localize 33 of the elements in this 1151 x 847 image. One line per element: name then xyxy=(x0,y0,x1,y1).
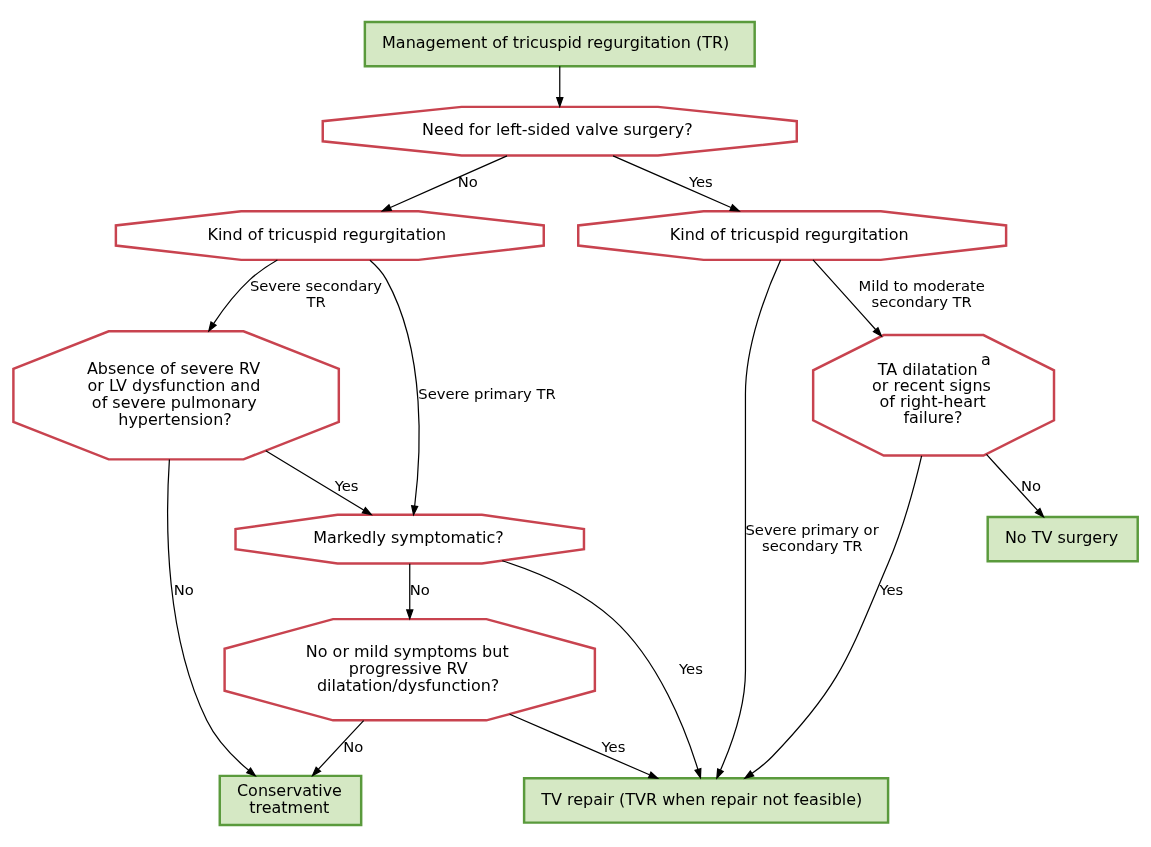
arrow xyxy=(369,259,420,517)
edge-label: Mild to moderate secondary TR xyxy=(858,277,985,311)
edge-label: Severe primary or secondary TR xyxy=(745,520,879,554)
arrow xyxy=(311,719,365,777)
arrow xyxy=(612,155,741,212)
arrow xyxy=(743,455,923,780)
edge-label: Severe secondary TR xyxy=(249,277,383,311)
arrow xyxy=(380,155,508,212)
edge-label: Severe primary TR xyxy=(418,385,556,403)
arrow xyxy=(501,560,702,780)
edge-label: No xyxy=(457,173,478,191)
edge-label: Yes xyxy=(334,476,359,494)
arrow xyxy=(555,65,564,109)
arrow xyxy=(265,450,373,516)
edge-label: Yes xyxy=(601,738,626,756)
node-box: Management of tricuspid regurgitation (TR) xyxy=(363,20,756,68)
arrow xyxy=(405,563,414,621)
edge-label: Yes xyxy=(679,659,703,677)
edge-label: No xyxy=(173,581,194,599)
arrow xyxy=(207,259,278,333)
edge-label: No xyxy=(409,581,430,599)
arrow xyxy=(509,713,660,780)
node-box: TV repair (TVR when repair not feasible) xyxy=(522,777,890,824)
edge-label: Yes xyxy=(879,581,904,599)
arrow xyxy=(167,458,257,777)
arrow xyxy=(716,259,782,780)
node-box: Conservative treatment xyxy=(218,774,363,827)
arrow xyxy=(985,453,1045,519)
edge-label: No xyxy=(1020,476,1041,494)
edge-label: Yes xyxy=(688,173,713,191)
arrow xyxy=(812,259,883,338)
node-box: No TV surgery xyxy=(986,515,1139,563)
edge-label: No xyxy=(343,738,364,756)
